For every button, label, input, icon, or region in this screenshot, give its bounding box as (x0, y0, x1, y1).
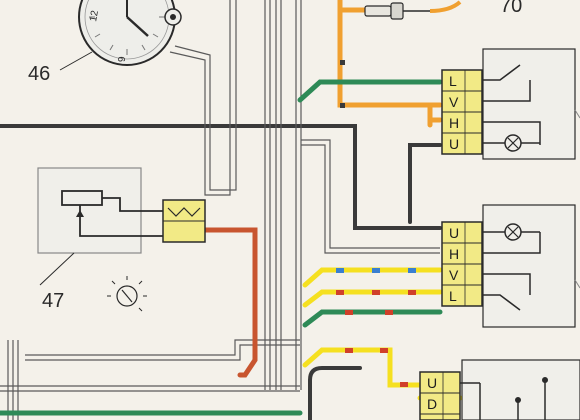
black-bus-wires (0, 124, 442, 420)
relay-upper-pin-1: L (449, 73, 457, 89)
gray-bundle-wires (0, 0, 440, 420)
relay-lower-pin-2: D (427, 396, 437, 412)
sensor-label: 70 (500, 0, 522, 17)
green-wires (0, 79, 443, 416)
edge-leader-lines (574, 109, 580, 289)
relay-lower-pins: U D (419, 371, 461, 420)
clock-label: 46 (28, 63, 50, 85)
relay-module-middle: U H V L (441, 204, 576, 328)
relay-module-lower: U D (419, 359, 580, 420)
relay-middle-pin-1: U (449, 225, 459, 241)
temperature-sensor: 70 (364, 0, 522, 20)
clock-dial-12: 12 (88, 9, 101, 22)
lamp-icon (504, 134, 522, 152)
relay-middle-pin-4: L (449, 288, 457, 304)
relay-middle-pins: U H V L (441, 221, 483, 307)
relay-lower-pin-1: U (427, 375, 437, 391)
clock-dial-9: 9 (117, 56, 128, 62)
switch-panel-component: 47 (37, 167, 165, 312)
relay-upper-pin-3: H (449, 115, 459, 131)
relay-upper-pin-2: V (449, 94, 459, 110)
relay-upper-pin-4: U (449, 136, 459, 152)
light-bulb-icon (107, 276, 147, 312)
relay-upper-pins: L V H U (441, 69, 483, 155)
wire-tracer-marks (336, 60, 416, 387)
harness-connector (162, 199, 206, 243)
relay-module-upper: L V H U (441, 48, 576, 160)
relay-middle-pin-3: V (449, 267, 459, 283)
switch-panel-label: 47 (42, 290, 64, 312)
relay-middle-pin-2: H (449, 246, 459, 262)
clock-component: 12 9 46 (28, 0, 182, 85)
lamp-icon (504, 223, 522, 241)
brown-red-wire (202, 227, 258, 378)
